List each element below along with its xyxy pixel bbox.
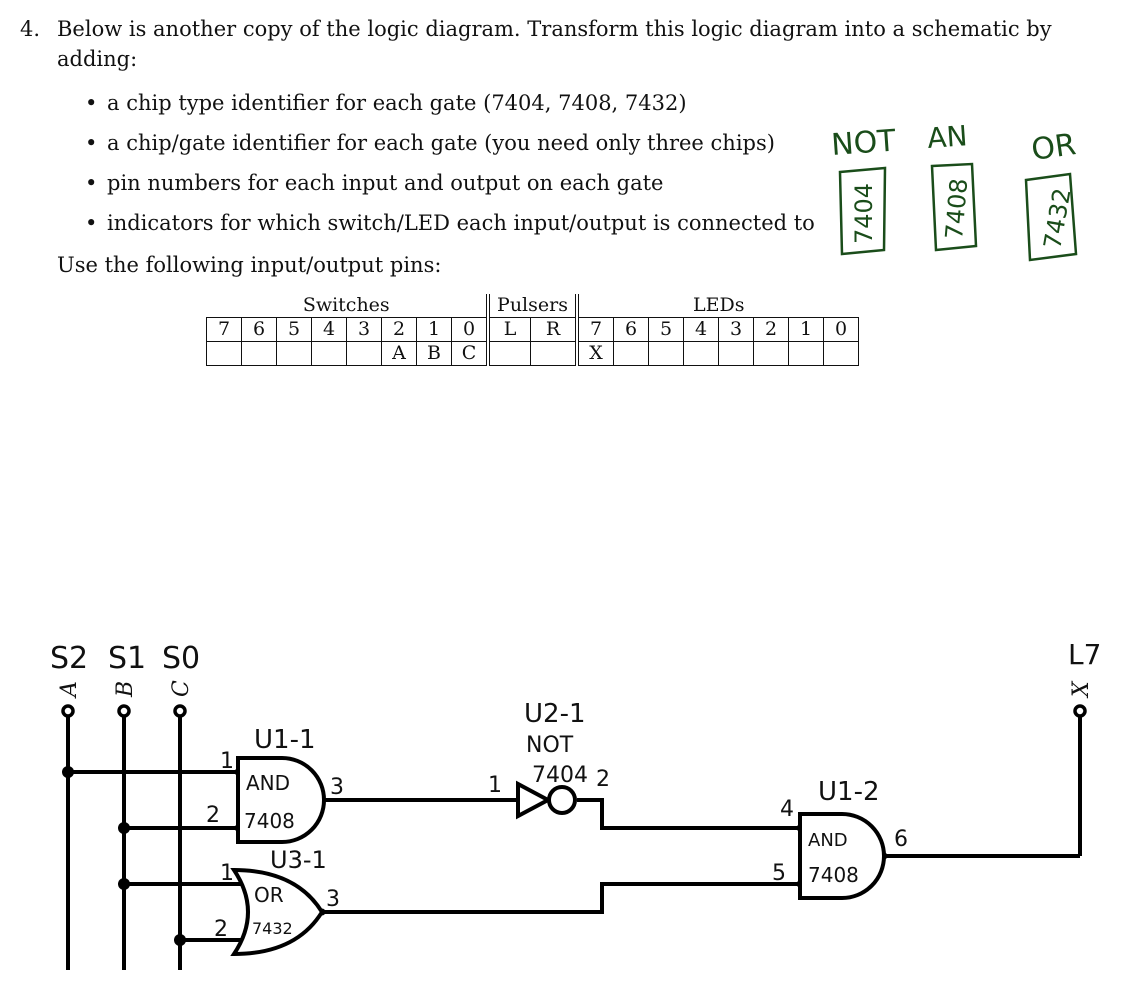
gate-chip-label: 7408 (244, 809, 295, 833)
list-item: a chip/gate identifier for each gate (yo… (85, 128, 815, 168)
and-gate-u1-2 (798, 812, 886, 900)
not-gate-u2-1 (516, 780, 553, 820)
chip-notes: NOT AN OR 7404 7408 7432 (830, 119, 1078, 262)
switch-val (206, 341, 242, 366)
switch-col: 4 (311, 317, 347, 342)
gate-type-label: OR (254, 883, 284, 907)
input-annotation: S0 (162, 641, 200, 676)
gate-chip-label: 7408 (808, 863, 859, 887)
led-val (788, 341, 824, 366)
input-annotation: S1 (108, 641, 146, 676)
gate-chip-label: 7432 (252, 919, 293, 938)
led-val (613, 341, 649, 366)
pin-number: 4 (780, 797, 794, 822)
pin-number: 1 (488, 773, 502, 798)
gate-id-u1-2: U1-2 (818, 777, 880, 807)
input-label-b: B (113, 681, 138, 698)
led-col: 1 (788, 317, 824, 342)
and-gate-u1-1 (236, 756, 326, 844)
pulser-col: R (530, 317, 579, 342)
switch-col: 0 (451, 317, 490, 342)
or-gate-u3-1 (230, 867, 325, 957)
input-terminal (61, 704, 75, 718)
gate-type-label: AND (808, 830, 848, 851)
pin-number: 1 (220, 749, 234, 774)
switch-val: C (451, 341, 490, 366)
pin-number: 1 (220, 861, 234, 886)
gate-type-label: AND (246, 771, 290, 795)
question-number: 4. (20, 17, 41, 41)
wiring (66, 716, 1082, 970)
input-terminal (173, 704, 187, 718)
question-block: 4. Below is another copy of the logic di… (20, 14, 1080, 74)
pin-number: 2 (214, 917, 228, 942)
instruction-list: a chip type identifier for each gate (74… (85, 88, 815, 248)
chip-note-label: AN (926, 119, 968, 155)
pin-number: 5 (772, 861, 786, 886)
switch-val (276, 341, 312, 366)
input-annotation: S2 (50, 641, 88, 676)
output-annotation: L7 (1068, 638, 1101, 671)
pin-number: 6 (894, 827, 908, 852)
chip-note-number: 7404 (850, 183, 878, 244)
led-col: 6 (613, 317, 649, 342)
group-leds: LEDs (693, 294, 745, 316)
pin-table: Switches Pulsers LEDs 7 6 5 4 3 2 1 0 L … (206, 294, 859, 366)
chip-sketch (838, 166, 887, 256)
pin-number: 2 (206, 803, 220, 828)
list-item: pin numbers for each input and output on… (85, 168, 815, 208)
question-text: Below is another copy of the logic diagr… (57, 17, 1052, 71)
pin-intro: Use the following input/output pins: (57, 253, 442, 277)
pin-number: 2 (596, 767, 610, 792)
gate-id-u1-1: U1-1 (254, 725, 316, 755)
chip-note-label: NOT (830, 124, 897, 163)
gate-id-u3-1: U3-1 (270, 846, 327, 874)
switch-val (241, 341, 277, 366)
switch-val (346, 341, 382, 366)
led-val (753, 341, 789, 366)
led-val (823, 341, 859, 366)
chip-sketch (930, 162, 978, 252)
not-gate-bubble (547, 785, 577, 815)
input-terminal (117, 704, 131, 718)
input-label-a: A (57, 681, 82, 699)
chip-note-number: 7408 (940, 177, 973, 240)
gate-type-label: NOT (526, 733, 574, 758)
gate-id-u2-1: U2-1 (524, 699, 586, 729)
led-col: 5 (648, 317, 684, 342)
chip-note-label: OR (1029, 127, 1078, 168)
junctions (62, 766, 888, 946)
led-col: 0 (823, 317, 859, 342)
pulser-col: L (487, 317, 531, 342)
input-label-c: C (169, 680, 194, 697)
switch-col: 5 (276, 317, 312, 342)
switch-col: 2 (381, 317, 417, 342)
chip-note-number: 7432 (1038, 186, 1076, 251)
chip-sketch (1024, 172, 1078, 262)
switch-val: B (416, 341, 452, 366)
output-label-x: X (1069, 680, 1094, 699)
group-pulsers: Pulsers (488, 294, 579, 318)
pin-number: 3 (330, 775, 344, 800)
pin-number: 3 (326, 887, 340, 912)
pulser-val (530, 341, 579, 366)
list-item: indicators for which switch/LED each inp… (85, 208, 815, 248)
gate-chip-label: 7404 (532, 763, 588, 788)
output-terminal (1073, 704, 1087, 718)
list-item: a chip type identifier for each gate (74… (85, 88, 815, 128)
group-switches: Switches (206, 294, 490, 318)
switch-col: 1 (416, 317, 452, 342)
